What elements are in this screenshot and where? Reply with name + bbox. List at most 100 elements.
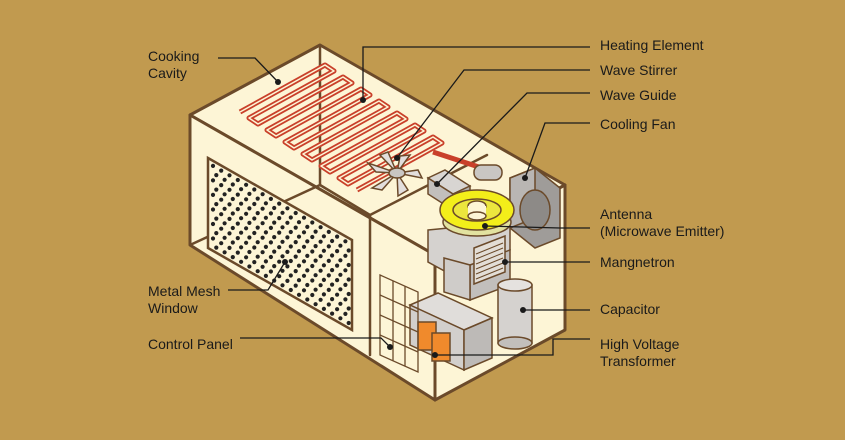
label-line: Wave Guide (600, 87, 677, 103)
mesh-dot (343, 268, 348, 273)
mesh-dot (335, 292, 340, 297)
mesh-dot (244, 182, 249, 187)
mesh-dot (313, 273, 318, 278)
label-line: (Microwave Emitter) (600, 223, 725, 239)
mesh-dot (235, 177, 240, 183)
mesh-dot (255, 269, 260, 274)
mesh-dot (222, 235, 227, 240)
mesh-dot (235, 207, 240, 212)
mesh-dot (288, 287, 293, 293)
mesh-dot (285, 249, 290, 254)
mesh-dot (343, 239, 348, 244)
mesh-dot (214, 187, 219, 192)
mesh-dot (321, 248, 326, 253)
metal-mesh-window (206, 155, 354, 333)
label-line: Heating Element (600, 37, 704, 53)
mesh-dot (285, 220, 290, 225)
label-heating-element: Heating Element (600, 37, 704, 54)
mesh-dot (277, 274, 282, 279)
leader-dots (275, 79, 528, 358)
mesh-dot (263, 215, 268, 220)
mesh-dot (277, 259, 282, 264)
label-wave-guide: Wave Guide (600, 87, 677, 104)
mesh-dot (313, 229, 318, 234)
mesh-dot (255, 225, 260, 230)
mesh-dot (326, 302, 331, 307)
mesh-dot (239, 216, 244, 221)
label-line: Control Panel (148, 336, 233, 352)
mesh-dot (263, 201, 268, 206)
mesh-dot (313, 302, 318, 307)
mesh-dot (310, 234, 315, 240)
label-control-panel: Control Panel (148, 336, 233, 353)
mesh-dot (285, 278, 290, 283)
mesh-dot (268, 254, 273, 260)
mesh-dot (244, 255, 249, 260)
mesh-dot (346, 306, 351, 311)
mesh-dot (247, 191, 252, 196)
mesh-dot (277, 230, 282, 235)
mesh-dot (255, 240, 260, 245)
mesh-dot (321, 306, 326, 311)
mesh-dot (227, 187, 232, 192)
mesh-dot (252, 187, 257, 192)
mesh-dot (296, 220, 302, 225)
mesh-dot (214, 202, 219, 207)
mesh-dot (260, 221, 265, 226)
antenna (439, 189, 515, 237)
mesh-dot (222, 250, 227, 255)
mesh-dot (255, 254, 260, 259)
mesh-dot (313, 287, 318, 292)
mesh-dot (252, 216, 257, 221)
mesh-dot (280, 210, 285, 215)
mesh-dot (330, 282, 335, 287)
mesh-dot (222, 221, 227, 226)
label-cooking-cavity: Cooking Cavity (148, 48, 199, 82)
mesh-dot (230, 240, 235, 245)
label-line: Cooking (148, 48, 200, 64)
mesh-dot (338, 258, 343, 263)
mesh-dot (227, 202, 232, 207)
mesh-dot (235, 236, 240, 241)
label-magnetron: Mangnetron (600, 254, 675, 271)
mesh-dot (310, 278, 315, 283)
mesh-dot (244, 211, 249, 216)
mesh-dot (277, 245, 282, 250)
mesh-dot (321, 292, 326, 297)
capacitor (497, 278, 533, 350)
mesh-dot (272, 249, 277, 254)
mesh-dot (330, 311, 335, 316)
mesh-dot (247, 264, 252, 269)
mesh-dot (338, 301, 343, 306)
mesh-dot (230, 196, 235, 202)
mesh-dot (321, 234, 326, 239)
mesh-dot (346, 262, 351, 268)
mesh-dot (263, 259, 268, 264)
mesh-dot (222, 177, 227, 182)
mesh-dot (301, 259, 307, 264)
mesh-dot (252, 201, 257, 207)
mesh-dot (252, 230, 257, 236)
mesh-dot (338, 272, 343, 277)
mesh-dot (330, 297, 335, 302)
wave-stirrer (365, 151, 424, 198)
mesh-dot (230, 225, 235, 231)
mesh-dot (288, 215, 293, 220)
mesh-dot (318, 239, 323, 244)
mesh-dot (222, 192, 227, 197)
mesh-dots (210, 163, 351, 326)
mesh-dot (326, 258, 331, 263)
mesh-dot (214, 216, 219, 221)
mesh-dot (247, 235, 252, 240)
label-line: Transformer (600, 353, 676, 369)
label-high-voltage-transformer: High Voltage Transformer (600, 336, 679, 370)
mesh-dot (260, 264, 265, 269)
mesh-dot (318, 297, 323, 302)
mesh-dot (335, 249, 340, 254)
mesh-dot (310, 220, 315, 225)
leader-lines (218, 46, 590, 356)
mesh-dot (260, 192, 265, 197)
label-line: Metal Mesh (148, 283, 221, 299)
mesh-dot (346, 277, 351, 282)
